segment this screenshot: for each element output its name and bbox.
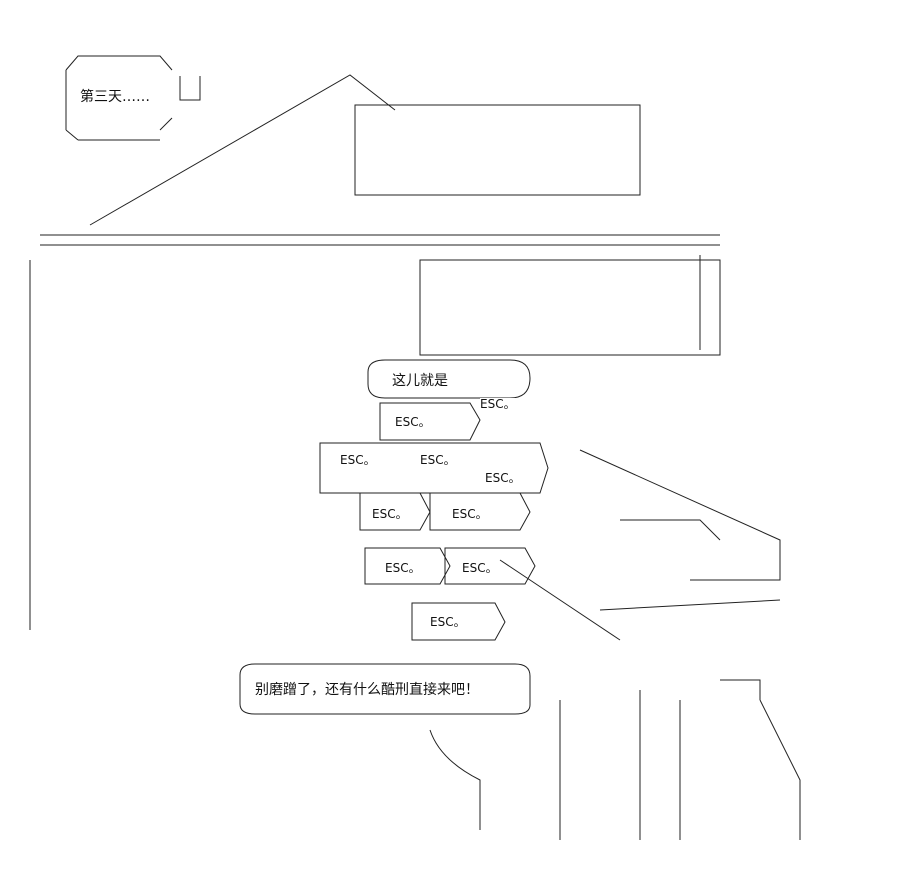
esc-label: ESC。 bbox=[420, 453, 456, 467]
esc-label: ESC。 bbox=[462, 561, 498, 575]
speech-esc-intro: 这儿就是 bbox=[392, 373, 448, 389]
speech-bottom: 别磨蹭了，还有什么酷刑直接来吧！ bbox=[255, 682, 479, 698]
esc-label: ESC。 bbox=[395, 415, 431, 429]
esc-label: ESC。 bbox=[340, 453, 376, 467]
esc-label: ESC。 bbox=[430, 615, 466, 629]
esc-label: ESC。 bbox=[485, 471, 521, 485]
esc-label: ESC。 bbox=[372, 507, 408, 521]
caption-box: 第三天…… bbox=[80, 89, 150, 105]
esc-label: ESC。 bbox=[385, 561, 421, 575]
esc-label: ESC。 bbox=[480, 397, 516, 411]
esc-label: ESC。 bbox=[452, 507, 488, 521]
